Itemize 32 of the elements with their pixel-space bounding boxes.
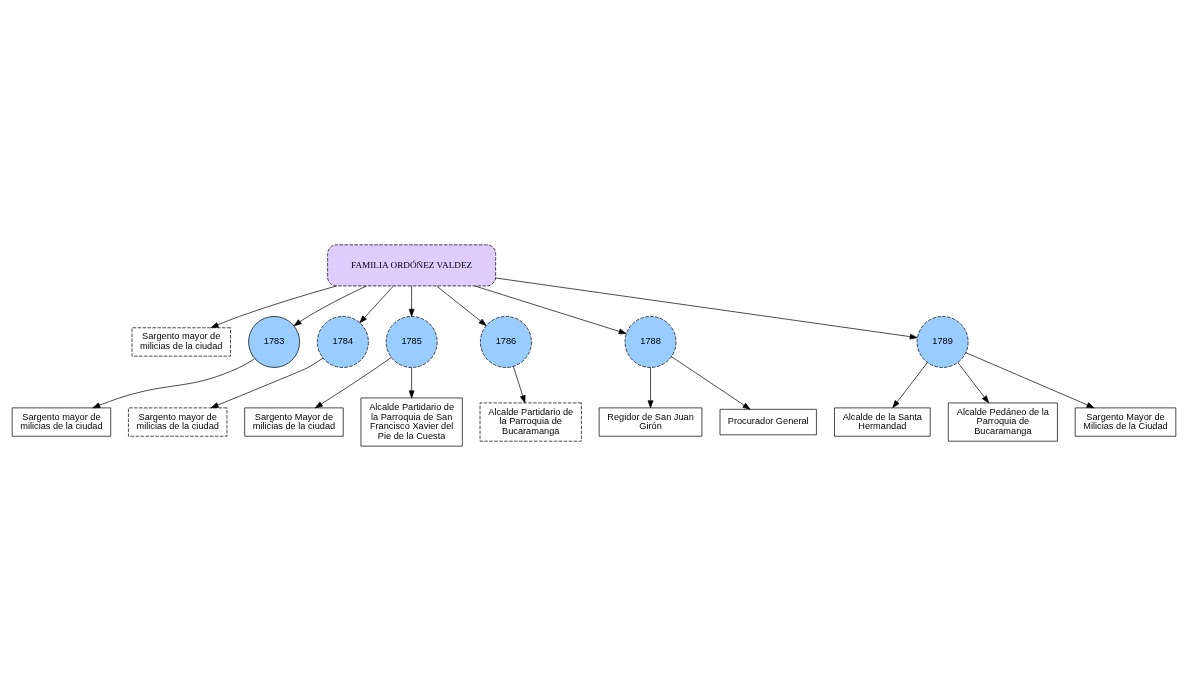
node-circle: 1785 — [385, 315, 438, 368]
arrow — [965, 351, 1095, 408]
node-circle: 1788 — [624, 315, 677, 368]
node-circle: 1789 — [916, 315, 969, 368]
node-box: FAMILIA ORDÓÑEZ VALDEZ — [327, 244, 496, 286]
arrow — [293, 285, 367, 326]
node-box: Regidor de San Juan Girón — [598, 407, 703, 437]
arrow — [210, 357, 324, 408]
arrow — [359, 285, 394, 323]
arrow — [513, 365, 526, 403]
node-box: Alcalde de la Santa Hermandad — [834, 407, 931, 437]
arrow — [314, 356, 392, 408]
arrow — [92, 357, 255, 408]
arrow — [436, 285, 487, 326]
arrow — [474, 285, 627, 334]
node-box: Sargento mayor de milicias de la ciudad — [11, 407, 112, 437]
node-box: Alcalde Partidario de la Parroquia de Bucaramanga — [479, 402, 582, 442]
node-box: Sargento mayor de milicias de la ciudad — [128, 407, 228, 437]
node-box: Sargento mayor de milicias de la ciudad — [131, 326, 231, 356]
arrow — [210, 285, 337, 328]
arrow — [408, 285, 415, 317]
arrow — [892, 361, 928, 408]
arrow — [495, 277, 918, 339]
arrow — [647, 366, 654, 408]
node-box: Sargento Mayor de milicias de la ciudad — [244, 407, 344, 437]
node-box: Procurador General — [719, 408, 817, 435]
arrow — [671, 355, 751, 410]
node-box: Sargento Mayor de Milicias de la Ciudad — [1074, 407, 1177, 437]
arrow — [408, 366, 415, 398]
arrow — [957, 361, 990, 403]
node-box: Alcalde Partidario de la Parroquia de San Francisco Xavier del Pie de la Cuesta — [360, 397, 463, 446]
node-box: Alcalde Pedáneo de la Parroquia de Bucaramanga — [947, 402, 1058, 442]
